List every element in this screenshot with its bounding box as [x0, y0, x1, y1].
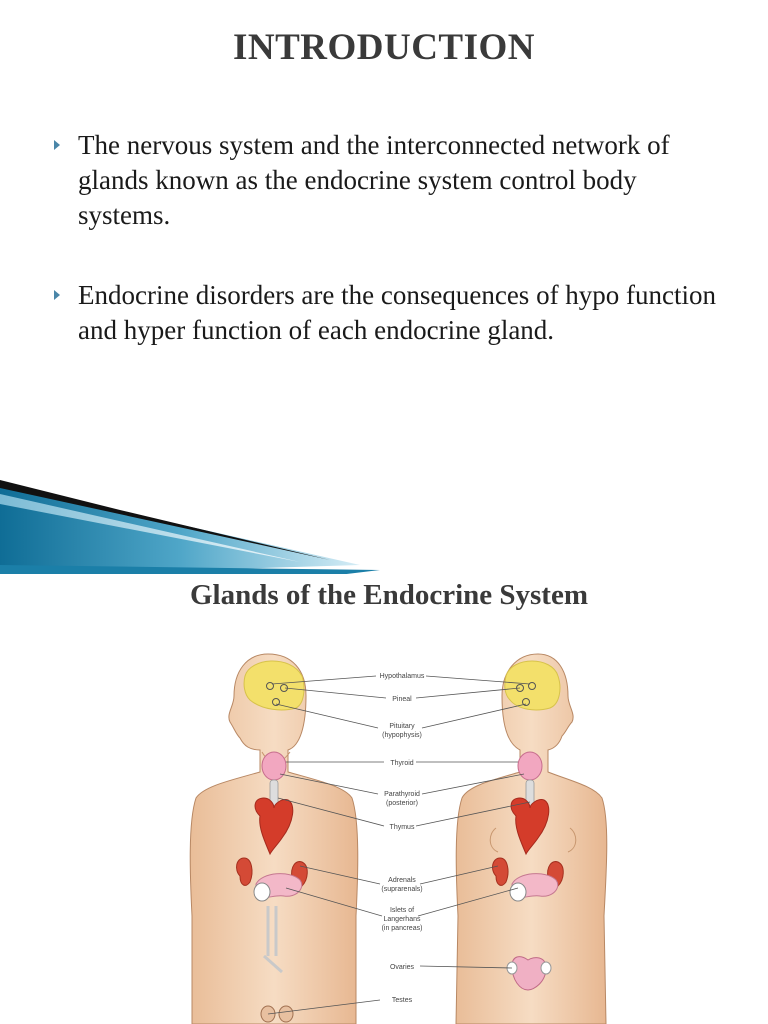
bullet-item: Endocrine disorders are the consequences…: [54, 278, 734, 348]
slide-introduction: INTRODUCTION The nervous system and the …: [0, 27, 768, 576]
label-islets-3: (in pancreas): [382, 925, 423, 932]
label-islets-1: Islets of: [390, 907, 414, 914]
gland-labels: Hypothalamus Pineal Pituitary (hypophysi…: [380, 673, 425, 1004]
label-parathyroid: Parathyroid: [384, 791, 420, 798]
bullet-item: The nervous system and the interconnecte…: [54, 128, 734, 233]
female-figure: [455, 653, 608, 1024]
label-hypothalamus: Hypothalamus: [380, 673, 425, 680]
label-pituitary-sub: (hypophysis): [382, 732, 422, 739]
bullet-arrow-icon: [54, 140, 60, 150]
label-ovaries: Ovaries: [390, 964, 415, 971]
label-pituitary: Pituitary: [389, 723, 415, 730]
male-figure: [189, 653, 359, 1024]
bullet-text: Endocrine disorders are the consequences…: [78, 280, 717, 345]
label-thymus: Thymus: [390, 824, 415, 831]
label-parathyroid-sub: (posterior): [386, 800, 418, 807]
bullet-text: The nervous system and the interconnecte…: [78, 130, 670, 230]
label-pineal: Pineal: [392, 696, 412, 703]
label-testes: Testes: [392, 997, 413, 1004]
leader-lines: [267, 675, 531, 1015]
endocrine-diagram: Hypothalamus Pineal Pituitary (hypophysi…: [189, 653, 608, 1024]
label-adrenals: Adrenals: [388, 877, 416, 884]
slide-title: Glands of the Endocrine System: [190, 579, 588, 611]
slide-glands: Glands of the Endocrine System: [0, 576, 768, 1024]
label-adrenals-sub: (suprarenals): [381, 886, 422, 893]
bullet-arrow-icon: [54, 290, 60, 300]
decorative-banner: [0, 480, 768, 576]
slide-title: INTRODUCTION: [232, 27, 536, 68]
label-islets-2: Langerhans: [384, 916, 421, 923]
label-thyroid: Thyroid: [390, 760, 413, 767]
